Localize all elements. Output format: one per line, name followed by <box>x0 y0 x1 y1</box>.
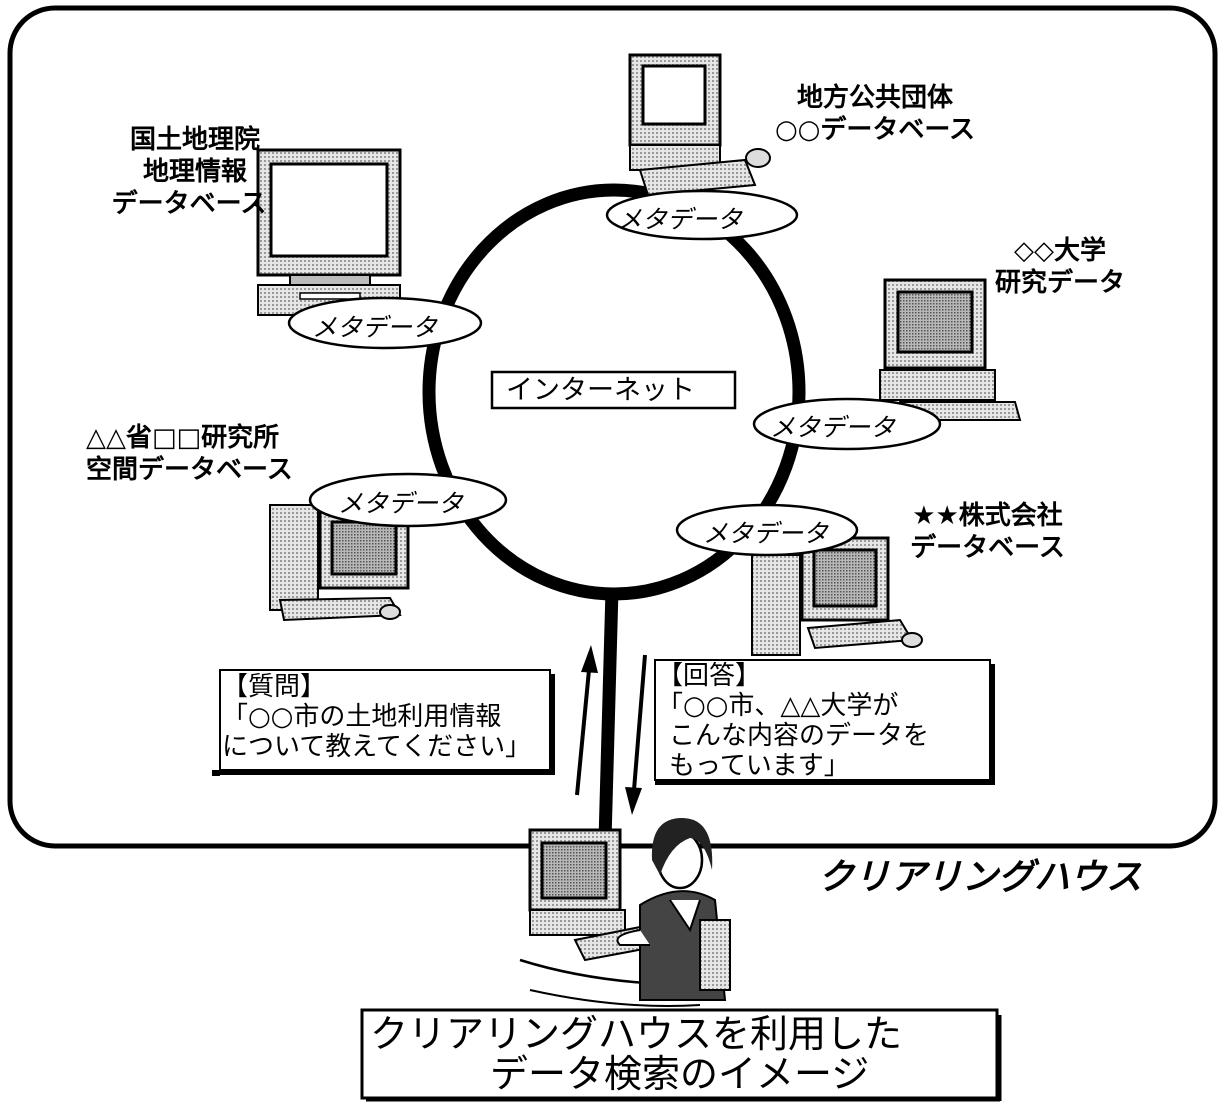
metadata-node-university <box>752 397 942 451</box>
answer-box <box>654 659 991 781</box>
metadata-label-university: メタデータ <box>770 413 896 442</box>
node-label-ministry: △△省□□研究所 空間データベース <box>86 423 293 485</box>
metadata-label-company: メタデータ <box>703 519 829 548</box>
node-label-local-gov: 地方公共団体 ○○データベース <box>774 83 976 145</box>
metadata-node-gsi <box>287 296 483 350</box>
caption-box <box>360 1008 999 1100</box>
metadata-label-gsi: メタデータ <box>312 313 438 342</box>
caption-line-2: データ検索のイメージ <box>490 1052 870 1096</box>
metadata-label-ministry: メタデータ <box>338 489 464 518</box>
query-arrow <box>575 645 598 796</box>
clearinghouse-label: クリアリングハウス <box>818 857 1143 898</box>
computer-gsi <box>256 148 402 316</box>
metadata-node-company <box>675 503 859 557</box>
question-text: 【質問】 「○○市の土地利用情報 について教えてください」 <box>222 672 532 762</box>
question-box <box>219 669 551 771</box>
caption-line-1: クリアリングハウスを利用した <box>370 1012 903 1056</box>
metadata-label-local-gov: メタデータ <box>617 205 743 234</box>
answer-text: 【回答】 「○○市、△△大学が こんな内容のデータを もっています」 <box>657 661 930 781</box>
computer-local-gov <box>628 53 771 197</box>
computer-university <box>879 278 1022 421</box>
computer-company <box>751 536 923 656</box>
node-label-university: ◇◇大学 研究データ <box>994 236 1125 298</box>
metadata-node-local-gov <box>605 189 799 241</box>
internet-label-box <box>490 370 737 410</box>
response-arrow <box>625 654 647 815</box>
clearinghouse-operator <box>519 818 731 1007</box>
internet-label: インターネット <box>506 375 695 406</box>
metadata-node-ministry <box>308 472 508 528</box>
node-label-company: ★★株式会社 データベース <box>910 501 1065 563</box>
node-label-gsi: 国土地理院 地理情報 データベース <box>111 125 267 219</box>
clearinghouse-link <box>598 589 619 841</box>
